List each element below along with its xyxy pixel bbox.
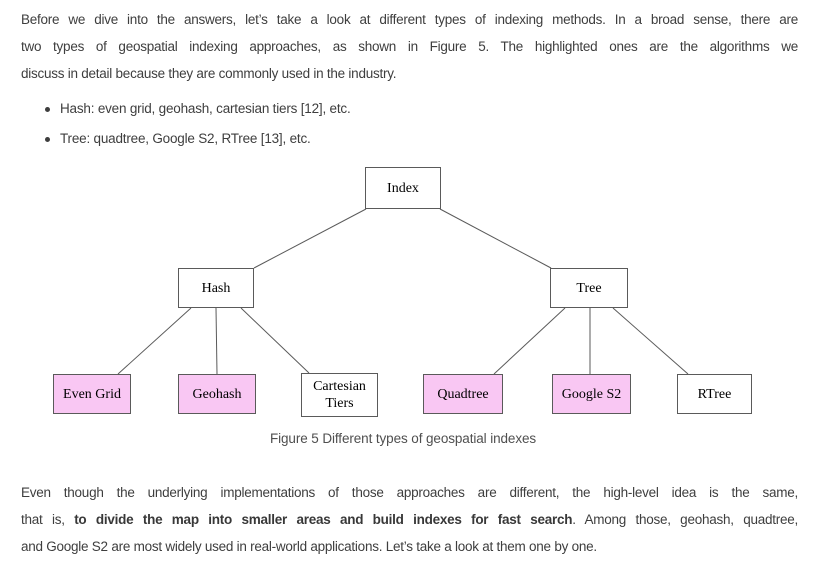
diagram-node-cartesian-tiers: Cartesian Tiers xyxy=(301,373,378,417)
outro-line-2-bold: to divide the map into smaller areas and… xyxy=(74,512,573,527)
diagram-node-rtree: RTree xyxy=(677,374,752,414)
connector-hash-geohash xyxy=(215,307,218,375)
list-item-text: Tree: quadtree, Google S2, RTree [13], e… xyxy=(60,131,311,146)
figure-diagram: Index Hash Tree Even Grid Geohash Cartes… xyxy=(0,160,819,450)
outro-line-2-tail: . Among those, geohash, quadtree, xyxy=(572,512,798,527)
bullet-dot-icon xyxy=(45,137,50,142)
intro-line-2: two types of geospatial indexing approac… xyxy=(21,39,798,54)
list-item-text: Hash: even grid, geohash, cartesian tier… xyxy=(60,101,351,116)
connector-index-hash xyxy=(253,208,367,269)
diagram-node-hash: Hash xyxy=(178,268,254,308)
connector-hash-even-grid xyxy=(117,307,192,375)
figure-caption: Figure 5 Different types of geospatial i… xyxy=(269,431,537,446)
diagram-node-tree: Tree xyxy=(550,268,628,308)
connector-index-tree xyxy=(439,208,552,269)
intro-line-3: discuss in detail because they are commo… xyxy=(21,66,397,81)
index-types-list: Hash: even grid, geohash, cartesian tier… xyxy=(21,94,798,154)
list-item: Tree: quadtree, Google S2, RTree [13], e… xyxy=(21,124,798,154)
connector-tree-quadtree xyxy=(493,307,566,375)
diagram-node-quadtree: Quadtree xyxy=(423,374,503,414)
diagram-node-geohash: Geohash xyxy=(178,374,256,414)
outro-line-2-regular: that is, xyxy=(21,512,75,527)
list-item: Hash: even grid, geohash, cartesian tier… xyxy=(21,94,798,124)
diagram-node-even-grid: Even Grid xyxy=(53,374,131,414)
outro-paragraph: Even though the underlying implementatio… xyxy=(21,479,798,560)
outro-line-3: and Google S2 are most widely used in re… xyxy=(21,539,597,554)
tree-connectors xyxy=(117,208,689,375)
connector-hash-cartesian-tiers xyxy=(240,307,310,374)
intro-paragraph: Before we dive into the answers, let’s t… xyxy=(21,6,798,87)
outro-line-1: Even though the underlying implementatio… xyxy=(21,485,798,500)
bullet-dot-icon xyxy=(45,107,50,112)
intro-line-1: Before we dive into the answers, let’s t… xyxy=(21,12,798,27)
outro-line-2: that is, to divide the map into smaller … xyxy=(21,506,798,533)
diagram-node-index: Index xyxy=(365,167,441,209)
diagram-node-google-s2: Google S2 xyxy=(552,374,631,414)
connector-tree-rtree xyxy=(612,307,689,375)
